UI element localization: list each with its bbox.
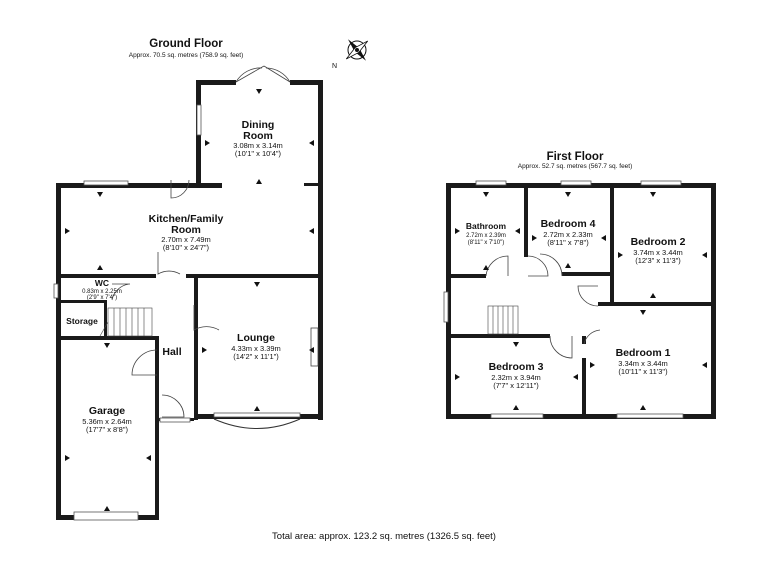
room-garage: Garage 5.36m x 2.64m (17'7" x 8'8") xyxy=(82,405,132,434)
dining-name-1: Dining xyxy=(242,119,275,131)
first-floor-doors xyxy=(485,253,601,359)
room-bedroom1: Bedroom 1 3.34m x 3.44m (10'11" x 11'3") xyxy=(616,347,671,376)
ground-floor-dimension-arrows xyxy=(65,89,314,511)
garage-dim-ft: (17'7" x 8'8") xyxy=(86,425,128,434)
bathroom-name: Bathroom xyxy=(466,221,507,231)
bedroom1-name: Bedroom 1 xyxy=(616,347,671,359)
kitchen-dim-ft: (8'10" x 24'7") xyxy=(163,243,210,252)
ground-floor-title: Ground Floor xyxy=(149,38,223,50)
lounge-dim-ft: (14'2" x 11'1") xyxy=(233,352,279,361)
bedroom4-dim-ft: (8'11" x 7'8") xyxy=(547,238,589,247)
wc-dim-m: 0.83m x 2.25m xyxy=(82,289,122,295)
bedroom4-name: Bedroom 4 xyxy=(541,218,596,230)
ground-floor-doors xyxy=(99,65,319,429)
first-floor-windows xyxy=(443,180,684,419)
room-bedroom3: Bedroom 3 2.32m x 3.94m (7'7" x 12'11") xyxy=(489,361,544,390)
ground-floor-area: Approx. 70.5 sq. metres (758.9 sq. feet) xyxy=(129,52,244,59)
bathroom-dim-m: 2.72m x 2.39m xyxy=(466,233,506,239)
bedroom4-dim-m: 2.72m x 2.33m xyxy=(543,230,593,239)
first-floor-walls xyxy=(446,183,716,419)
first-floor-title: First Floor xyxy=(547,151,604,163)
compass-icon: N xyxy=(332,39,369,70)
kitchen-dim-m: 2.70m x 7.49m xyxy=(161,235,211,244)
garage-dim-m: 5.36m x 2.64m xyxy=(82,417,132,426)
dining-dim-m: 3.08m x 3.14m xyxy=(233,141,283,150)
first-floor-dimension-arrows xyxy=(455,192,707,410)
lounge-name: Lounge xyxy=(237,332,275,344)
room-lounge: Lounge 4.33m x 3.39m (14'2" x 11'1") xyxy=(231,332,281,361)
wc-dim-ft: (2'9" x 7'4") xyxy=(87,295,117,301)
bedroom2-name: Bedroom 2 xyxy=(631,236,686,248)
bedroom3-dim-m: 2.32m x 3.94m xyxy=(491,373,541,382)
bedroom3-dim-ft: (7'7" x 12'11") xyxy=(493,381,539,390)
total-area: Total area: approx. 123.2 sq. metres (13… xyxy=(272,531,496,542)
lounge-dim-m: 4.33m x 3.39m xyxy=(231,344,281,353)
first-floor-area: Approx. 52.7 sq. metres (567.7 sq. feet) xyxy=(518,163,633,170)
kitchen-name-2: Room xyxy=(171,224,201,236)
kitchen-name-1: Kitchen/Family xyxy=(149,213,224,225)
ground-floor-windows xyxy=(53,104,301,521)
room-bedroom4: Bedroom 4 2.72m x 2.33m (8'11" x 7'8") xyxy=(541,218,596,247)
room-kitchen: Kitchen/Family Room 2.70m x 7.49m (8'10"… xyxy=(149,213,224,252)
room-dining: Dining Room 3.08m x 3.14m (10'1" x 10'4"… xyxy=(233,119,283,158)
hall-name: Hall xyxy=(162,346,181,358)
bedroom2-dim-m: 3.74m x 3.44m xyxy=(633,248,683,257)
wc-name: WC xyxy=(95,278,109,288)
room-wc: WC 0.83m x 2.25m (2'9" x 7'4") xyxy=(82,278,122,301)
bedroom2-dim-ft: (12'3" x 11'3") xyxy=(635,256,681,265)
bedroom1-dim-m: 3.34m x 3.44m xyxy=(618,359,668,368)
dining-dim-ft: (10'1" x 10'4") xyxy=(235,149,282,158)
compass-north-label: N xyxy=(332,63,337,70)
storage-name: Storage xyxy=(66,316,98,326)
dining-name-2: Room xyxy=(243,130,273,142)
garage-name: Garage xyxy=(89,405,125,417)
room-bathroom: Bathroom 2.72m x 2.39m (8'11" x 7'10") xyxy=(466,221,507,246)
bedroom1-dim-ft: (10'11" x 11'3") xyxy=(618,367,668,376)
bathroom-dim-ft: (8'11" x 7'10") xyxy=(468,240,504,246)
room-bedroom2: Bedroom 2 3.74m x 3.44m (12'3" x 11'3") xyxy=(631,236,686,265)
bedroom3-name: Bedroom 3 xyxy=(489,361,544,373)
